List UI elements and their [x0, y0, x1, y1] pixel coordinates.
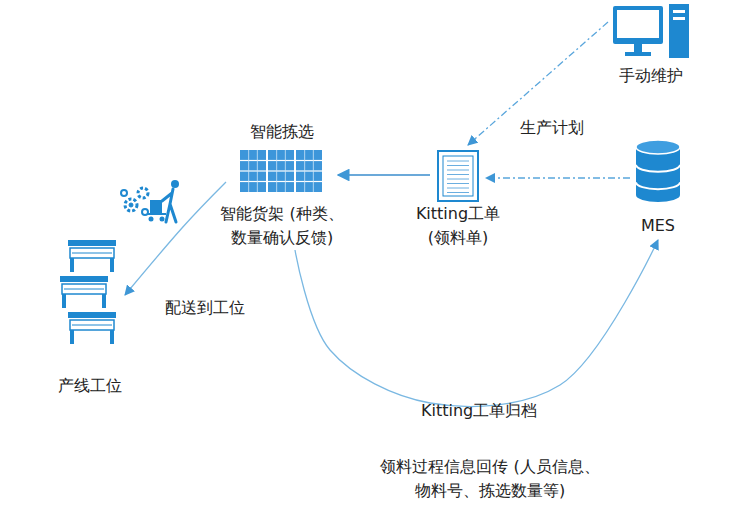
- node-label: 手动维护: [606, 64, 696, 88]
- desk-icon: [60, 240, 120, 346]
- edge-label: 生产计划: [520, 116, 584, 140]
- doc-icon: [437, 150, 479, 202]
- flow-connector: [295, 240, 658, 406]
- edge-label: Kitting工单归档: [421, 399, 537, 423]
- flow-connector: [468, 22, 608, 145]
- shelf-icon: [240, 150, 322, 192]
- node-label: 产线工位: [45, 374, 135, 398]
- work-order: Kitting工单 (领料单): [430, 145, 486, 250]
- flow-connector: [486, 177, 630, 178]
- note-text: 领料过程信息回传 (人员信息、物料号、拣选数量等): [355, 455, 625, 503]
- worker-illustration: [121, 180, 179, 222]
- node-label: 智能拣选: [222, 120, 342, 144]
- node-label: MES: [623, 214, 693, 238]
- smart-shelf: 智能拣选智能货架 (种类、数量确认反馈): [226, 120, 338, 250]
- node-label: Kitting工单 (领料单): [402, 202, 514, 250]
- mes-database: MES: [630, 138, 686, 240]
- manual-maintenance: 手动维护: [608, 0, 694, 90]
- production-station: 产线工位: [55, 238, 125, 398]
- pc-icon: [613, 4, 689, 60]
- flow-connector: [125, 182, 226, 295]
- flow-connector: [338, 174, 430, 176]
- db-icon: [636, 140, 680, 202]
- node-label: 智能货架 (种类、数量确认反馈): [182, 202, 382, 250]
- edge-label: 配送到工位: [165, 296, 245, 320]
